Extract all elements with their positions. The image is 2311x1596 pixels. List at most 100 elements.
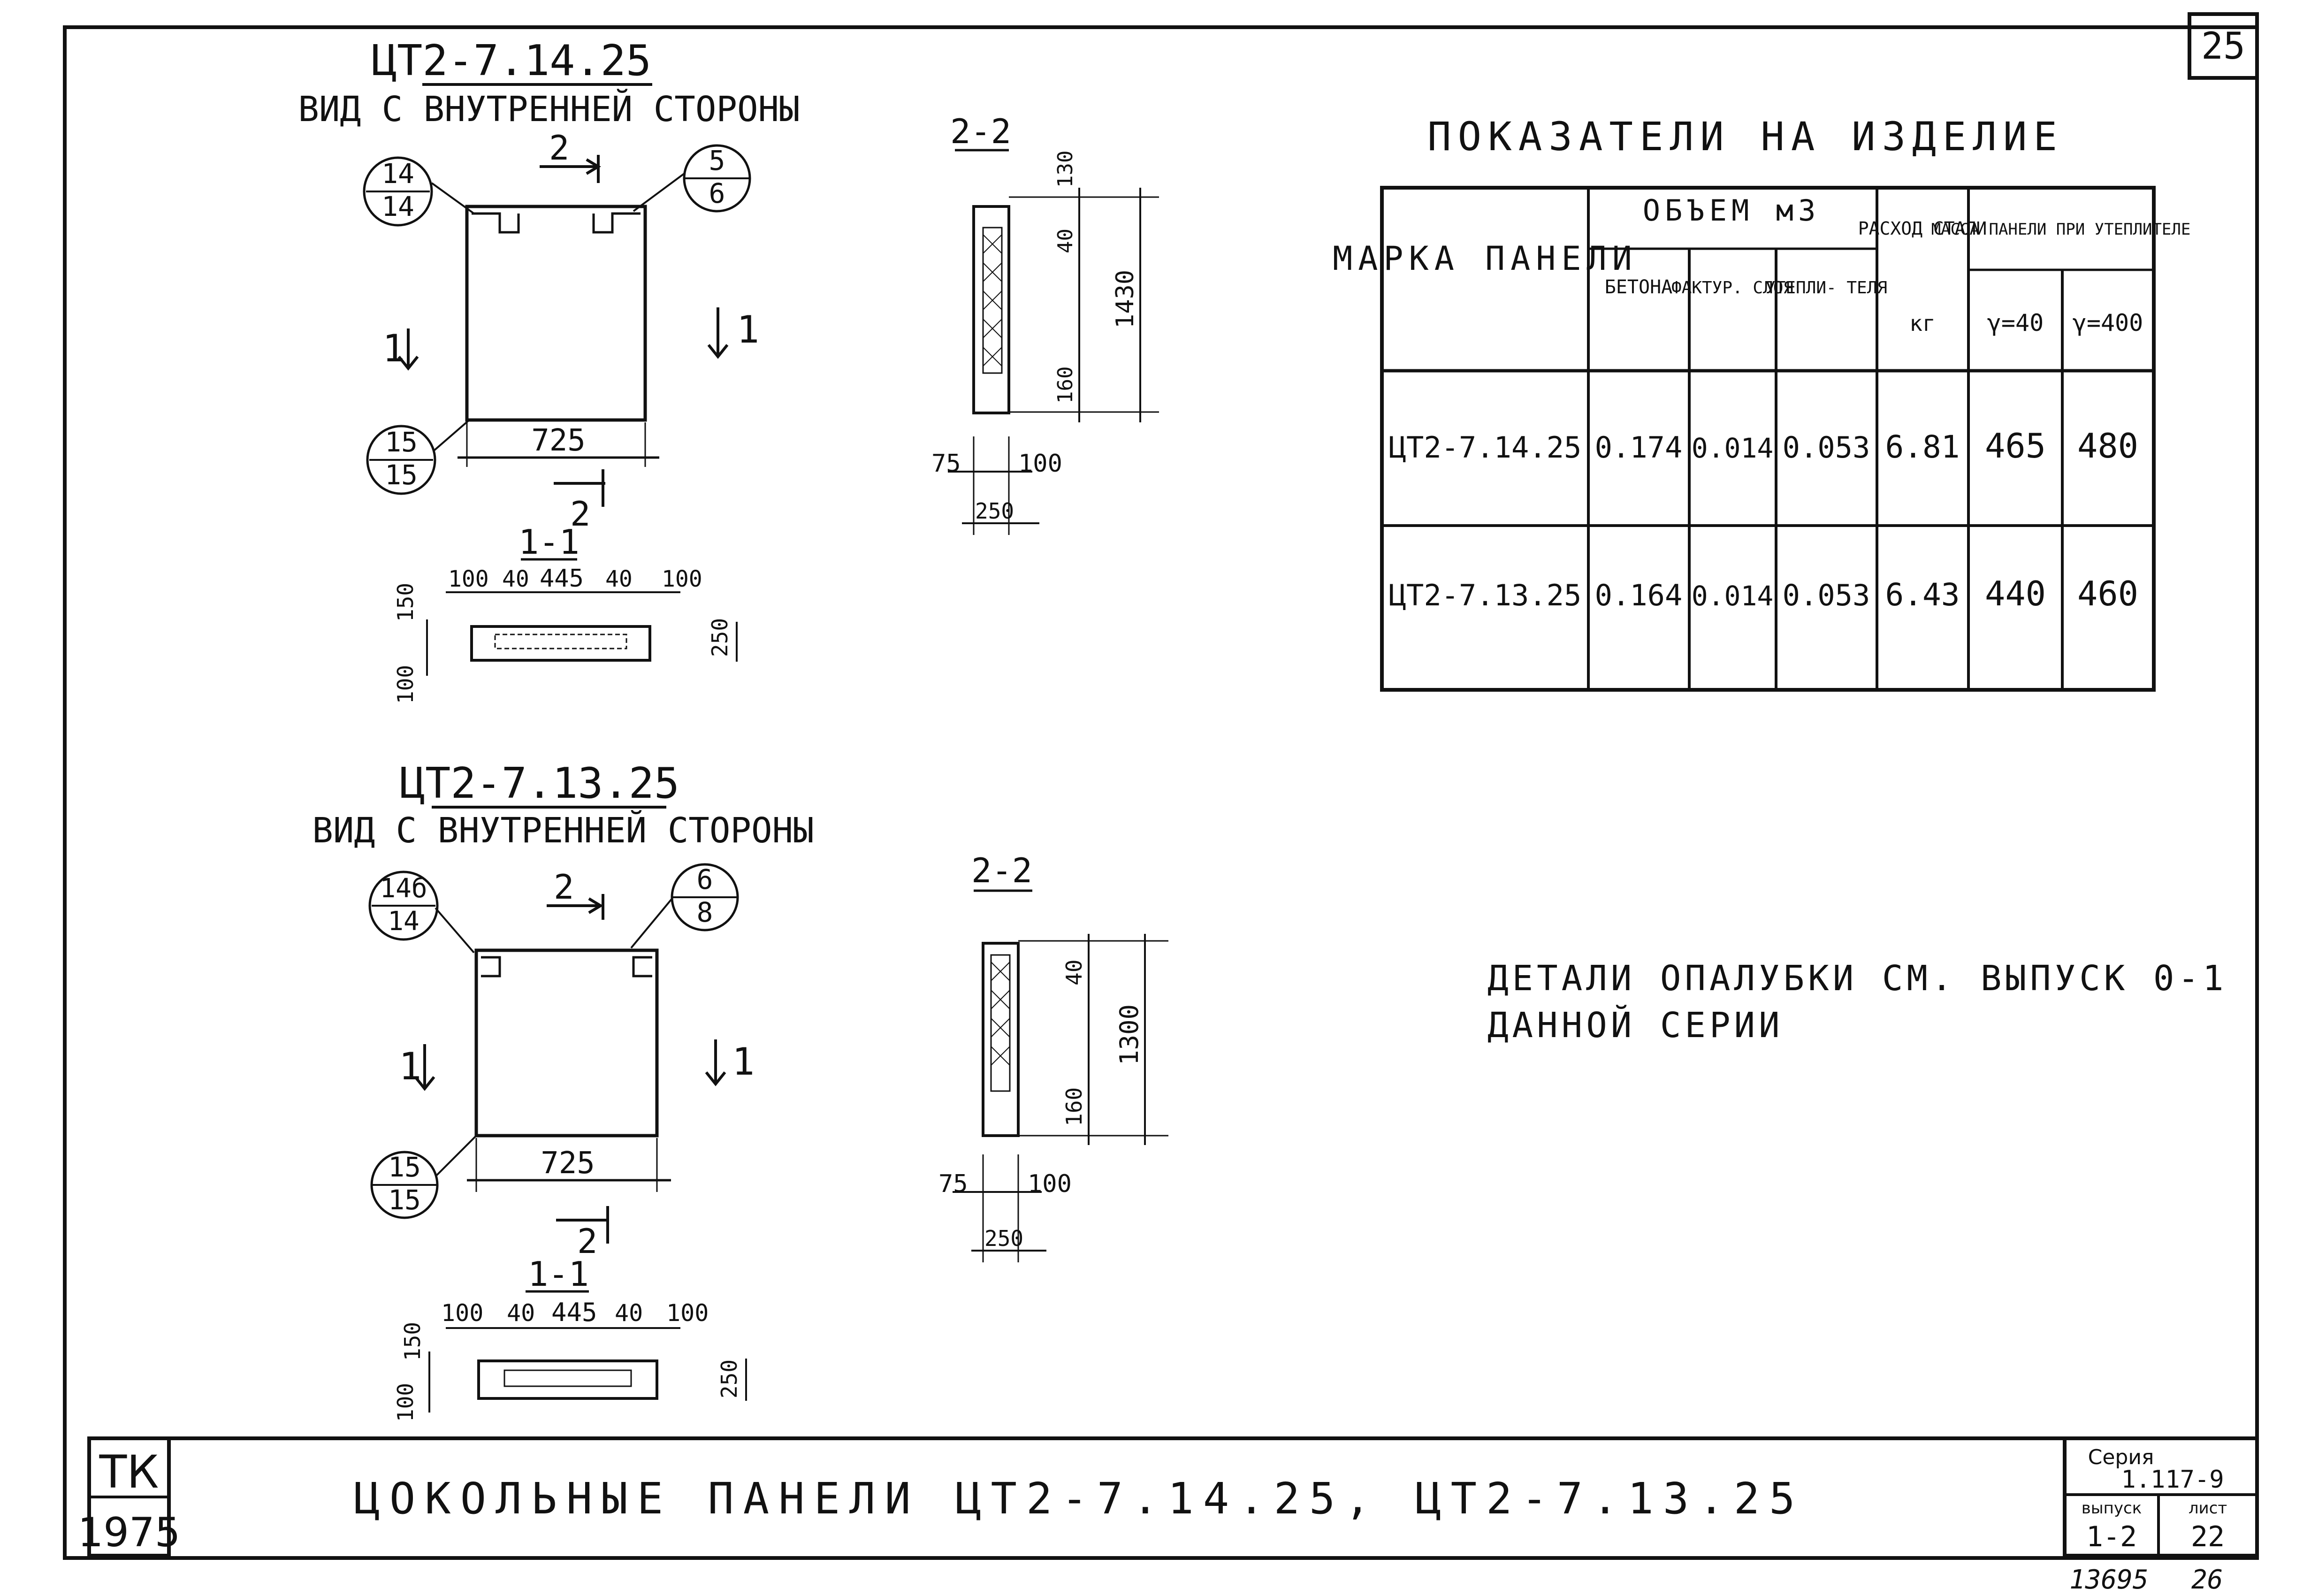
panel-a-cut-1-left: 1	[382, 327, 405, 370]
panel-b-width: 725	[541, 1146, 595, 1181]
panel-a-drawing: ЦТ2-7.14.25 ВИД С ВНУТРЕННЕЙ СТОРОНЫ 14 …	[298, 36, 1159, 704]
svg-text:ЦТ2-7.14.25: ЦТ2-7.14.25	[1389, 430, 1582, 465]
svg-text:100: 100	[448, 566, 489, 592]
svg-text:100: 100	[1018, 450, 1062, 478]
svg-text:15: 15	[388, 1151, 421, 1183]
svg-text:1300: 1300	[1114, 1004, 1144, 1065]
series-label: Серия	[2088, 1445, 2154, 1469]
svg-text:40: 40	[1053, 229, 1077, 253]
sheet-frame	[63, 25, 2259, 1560]
sheet-value: 22	[2191, 1520, 2225, 1553]
col-concrete-header: БЕТОНА	[1605, 276, 1673, 298]
svg-text:100: 100	[662, 566, 702, 592]
panel-a-width: 725	[531, 423, 586, 458]
svg-text:460: 460	[2077, 574, 2138, 613]
svg-text:130: 130	[1053, 151, 1077, 188]
svg-text:40: 40	[502, 566, 529, 592]
panel-a-callout-bl	[366, 425, 436, 495]
panel-a-callout-tl	[363, 156, 433, 227]
svg-text:445: 445	[540, 565, 584, 593]
svg-text:0.014: 0.014	[1692, 580, 1774, 612]
svg-text:250: 250	[707, 618, 732, 657]
table-title: ПОКАЗАТЕЛИ НА ИЗДЕЛИЕ	[1427, 114, 2064, 160]
panel-a-callout-tr	[683, 144, 751, 213]
svg-text:440: 440	[1985, 574, 2046, 613]
drawing-title: ЦОКОЛЬНЫЕ ПАНЕЛИ ЦТ2-7.14.25, ЦТ2-7.13.2…	[354, 1474, 1805, 1524]
issue-label: выпуск	[2082, 1499, 2142, 1518]
panel-a-plan-section	[470, 625, 651, 662]
table-row: ЦТ2-7.13.25 0.164 0.014 0.053 6.43 440 4…	[1389, 574, 2138, 613]
svg-text:160: 160	[1053, 367, 1077, 404]
archive-page: 26	[2191, 1565, 2223, 1595]
archive-code: 13695	[2069, 1565, 2149, 1595]
svg-text:75: 75	[931, 450, 961, 478]
svg-text:250: 250	[975, 498, 1014, 524]
svg-text:40: 40	[1061, 960, 1087, 985]
svg-text:0.164: 0.164	[1595, 578, 1683, 612]
col-g400-header: γ=400	[2073, 309, 2143, 336]
svg-text:6: 6	[709, 177, 725, 209]
svg-text:8: 8	[697, 896, 713, 928]
panel-b-view-label: ВИД С ВНУТРЕННЕЙ СТОРОНЫ	[312, 809, 814, 851]
svg-text:14: 14	[381, 158, 414, 190]
col-insul-header: УТЕПЛИ- ТЕЛЯ	[1765, 278, 1887, 298]
sheet-label: лист	[2189, 1499, 2227, 1518]
svg-text:0.053: 0.053	[1783, 578, 1870, 612]
panel-b-elevation	[474, 948, 659, 1138]
panel-a-side-section	[972, 205, 1010, 414]
svg-text:0.174: 0.174	[1595, 430, 1683, 465]
col-steel-header: РАСХОД СТАЛИ	[1858, 218, 1987, 239]
panel-b-plan-section	[477, 1359, 658, 1400]
col-g40-header: γ=40	[1987, 309, 2044, 336]
svg-text:6.43: 6.43	[1885, 577, 1960, 613]
note-line-2: ДАННОЙ СЕРИИ	[1487, 1004, 1784, 1046]
panel-b-side-section	[982, 942, 1020, 1137]
panel-b-callout-bl	[370, 1151, 439, 1219]
panel-b-section-2-label: 2-2	[971, 851, 1032, 890]
svg-text:6.81: 6.81	[1885, 429, 1960, 465]
svg-text:100: 100	[393, 1383, 418, 1422]
svg-text:0.014: 0.014	[1692, 432, 1774, 464]
panel-b-callout-tl	[368, 871, 439, 941]
col-texture-header: ФАКТУР. СЛОЯ	[1671, 278, 1793, 298]
year-label: 1975	[78, 1509, 181, 1556]
page-number: 25	[2201, 25, 2245, 68]
panel-b-mark: ЦТ2-7.13.25	[400, 759, 679, 808]
svg-text:40: 40	[605, 566, 633, 592]
org-label: ТК	[99, 1446, 159, 1498]
svg-text:160: 160	[1061, 1087, 1087, 1126]
svg-text:445: 445	[551, 1298, 597, 1327]
panel-a-cut-2-bottom: 2	[570, 494, 590, 534]
svg-text:5: 5	[709, 145, 725, 176]
svg-text:465: 465	[1985, 426, 2046, 466]
svg-text:ЦТ2-7.13.25: ЦТ2-7.13.25	[1389, 578, 1582, 612]
col-mark-header: МАРКА ПАНЕЛИ	[1333, 239, 1638, 278]
svg-text:1430: 1430	[1111, 270, 1139, 328]
col-volume-header: ОБЪЕМ м3	[1643, 193, 1821, 228]
panel-b-callout-tr	[671, 863, 739, 932]
col-steel-unit: кг	[1909, 311, 1935, 336]
svg-text:15: 15	[388, 1184, 421, 1216]
page-number-box	[2188, 12, 2259, 80]
indicators-table: ПОКАЗАТЕЛИ НА ИЗДЕЛИЕ МАРКА ПАНЕЛИ ОБЪЕМ…	[1333, 114, 2191, 692]
svg-text:100: 100	[1028, 1170, 1072, 1198]
panel-b-cut-2-top: 2	[554, 867, 574, 907]
panel-a-cut-2-top: 2	[549, 128, 569, 168]
panel-a-cut-1-right: 1	[737, 308, 759, 351]
panel-a-mark: ЦТ2-7.14.25	[372, 36, 651, 85]
svg-text:14б: 14б	[380, 873, 427, 904]
svg-text:15: 15	[385, 426, 418, 458]
panel-a-section-1-label: 1-1	[519, 522, 580, 562]
svg-text:480: 480	[2077, 426, 2138, 466]
col-mass-header: МАССА ПАНЕЛИ ПРИ УТЕПЛИТЕЛЕ	[1931, 220, 2191, 239]
svg-text:14: 14	[381, 191, 414, 222]
svg-text:0.053: 0.053	[1783, 430, 1870, 465]
panel-a-section-2-label: 2-2	[950, 112, 1011, 151]
title-block: ТК 1975 ЦОКОЛЬНЫЕ ПАНЕЛИ ЦТ2-7.14.25, ЦТ…	[78, 1436, 2259, 1558]
series-value: 1.117-9	[2121, 1466, 2224, 1494]
panel-a-view-label: ВИД С ВНУТРЕННЕЙ СТОРОНЫ	[298, 88, 800, 130]
svg-text:100: 100	[393, 665, 418, 704]
issue-value: 1-2	[2086, 1520, 2137, 1553]
svg-text:100: 100	[441, 1299, 483, 1327]
panel-b-cut-2-bottom: 2	[577, 1222, 597, 1261]
